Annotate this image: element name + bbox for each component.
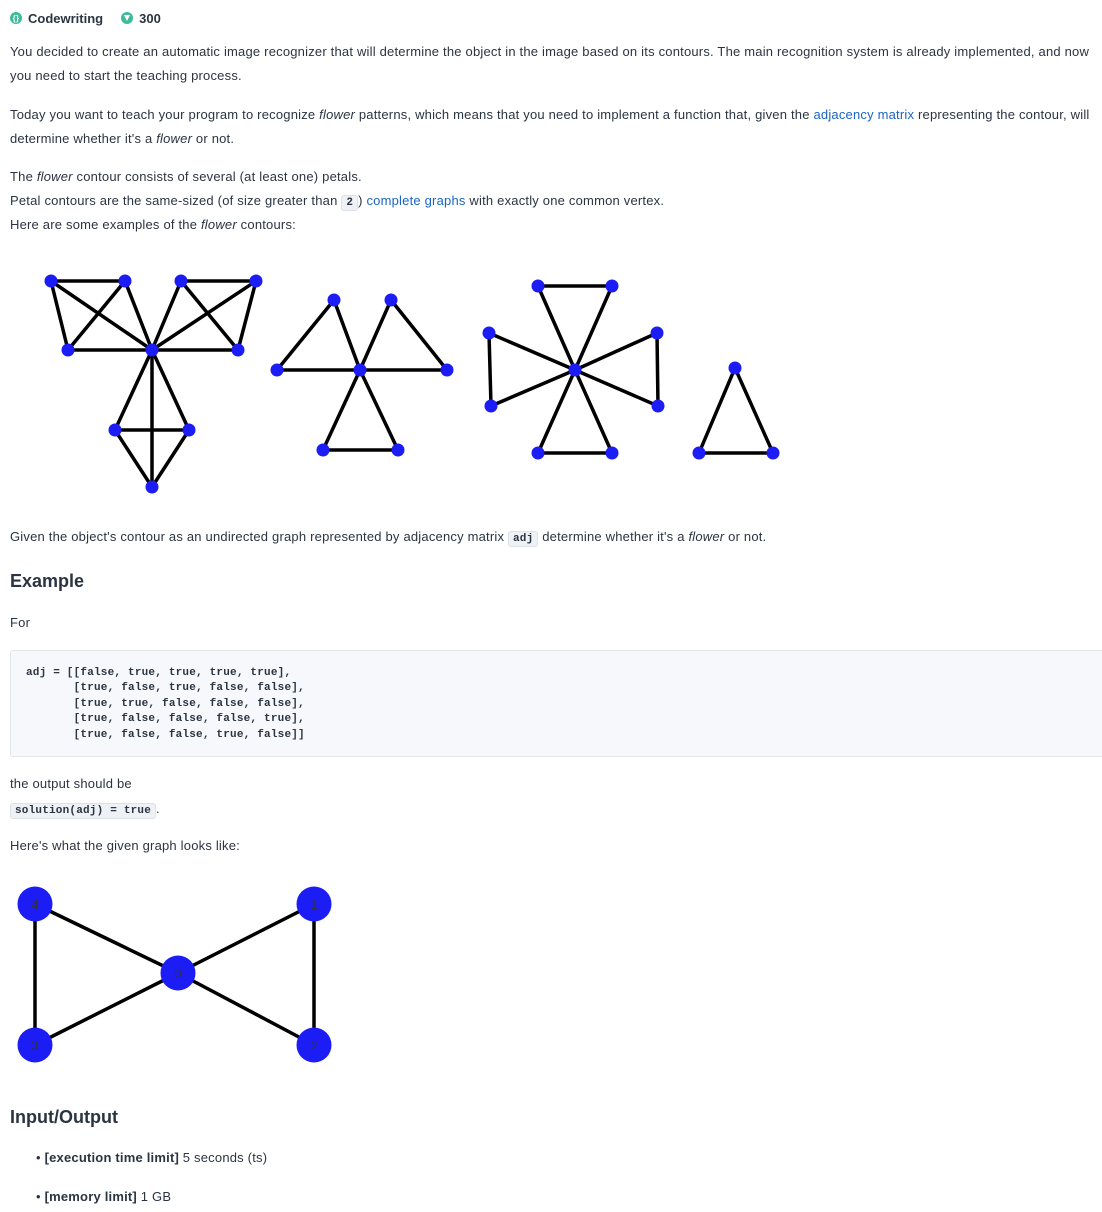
text: or not.	[724, 529, 767, 544]
graph-node-4	[17, 886, 53, 922]
text: Petal contours are the same-sized (of si…	[10, 193, 342, 208]
flower-definition-line: The flower contour consists of several (…	[10, 165, 1100, 189]
limit-value: 5 seconds (ts)	[179, 1150, 268, 1165]
text: determine whether it's a	[538, 529, 689, 544]
example-code: adj = [[false, true, true, true, true], …	[26, 667, 305, 741]
node-label-4: 4	[31, 897, 38, 912]
limit-label: [execution time limit]	[44, 1150, 179, 1165]
petal-definition-line: Petal contours are the same-sized (of si…	[10, 189, 1100, 215]
text: or not.	[192, 131, 235, 146]
examples-intro-line: Here are some examples of the flower con…	[10, 213, 1100, 237]
graph-node-2	[296, 1027, 332, 1063]
graph-node-3	[17, 1027, 53, 1063]
score-icon	[121, 12, 134, 24]
complete-graphs-link[interactable]: complete graphs	[366, 193, 466, 208]
adjacency-matrix-link[interactable]: adjacency matrix	[813, 107, 915, 122]
emphasis: flower	[36, 169, 73, 184]
text: The	[10, 169, 37, 184]
node-label-1: 1	[310, 897, 317, 912]
intro-paragraph-1: You decided to create an automatic image…	[10, 44, 1090, 83]
intro-paragraph-2: Today you want to teach your program to …	[10, 103, 1100, 151]
emphasis: flower	[156, 131, 193, 146]
text: with exactly one common vertex.	[465, 193, 665, 208]
memory-limit-item: • [memory limit] 1 GB	[36, 1189, 172, 1204]
input-output-heading: Input/Output	[10, 1107, 118, 1127]
codewriting-icon: {}	[10, 12, 22, 24]
text: Today you want to teach your program to …	[10, 107, 320, 122]
expected-output-line: solution(adj) = true.	[10, 797, 1100, 823]
graph-node-1	[296, 886, 332, 922]
limit-label: [memory limit]	[44, 1189, 137, 1204]
example-code-block: adj = [[false, true, true, true, true], …	[10, 650, 1102, 757]
score-value: 300	[139, 10, 161, 26]
execution-time-limit-item: • [execution time limit] 5 seconds (ts)	[36, 1150, 268, 1165]
limit-value: 1 GB	[136, 1189, 172, 1204]
text: Given the object's contour as an undirec…	[10, 529, 508, 544]
graph-label: Here's what the given graph looks like:	[10, 838, 240, 853]
graph-node-0	[160, 955, 196, 991]
text: .	[156, 801, 160, 816]
emphasis: flower	[200, 217, 237, 232]
for-label: For	[10, 615, 31, 630]
output-label: the output should be	[10, 776, 132, 791]
node-label-0: 0	[174, 966, 181, 981]
inline-code: adj	[508, 531, 539, 547]
text: contours:	[236, 217, 296, 232]
node-label-2: 2	[310, 1038, 317, 1053]
text: patterns, which means that you need to i…	[355, 107, 814, 122]
example-heading: Example	[10, 571, 85, 591]
node-label-3: 3	[31, 1038, 38, 1053]
text: )	[358, 193, 367, 208]
task-type-label: Codewriting	[28, 10, 104, 26]
text: contour consists of several (at least on…	[72, 169, 362, 184]
expected-output-code: solution(adj) = true	[10, 803, 157, 819]
text: representing the contour, will determine…	[10, 107, 1090, 146]
emphasis: flower	[319, 107, 356, 122]
inline-code: 2	[341, 195, 359, 211]
emphasis: flower	[688, 529, 725, 544]
problem-header: {} Codewriting 300	[10, 9, 161, 27]
task-statement: Given the object's contour as an undirec…	[10, 525, 1100, 551]
text: Here are some examples of the	[10, 217, 201, 232]
